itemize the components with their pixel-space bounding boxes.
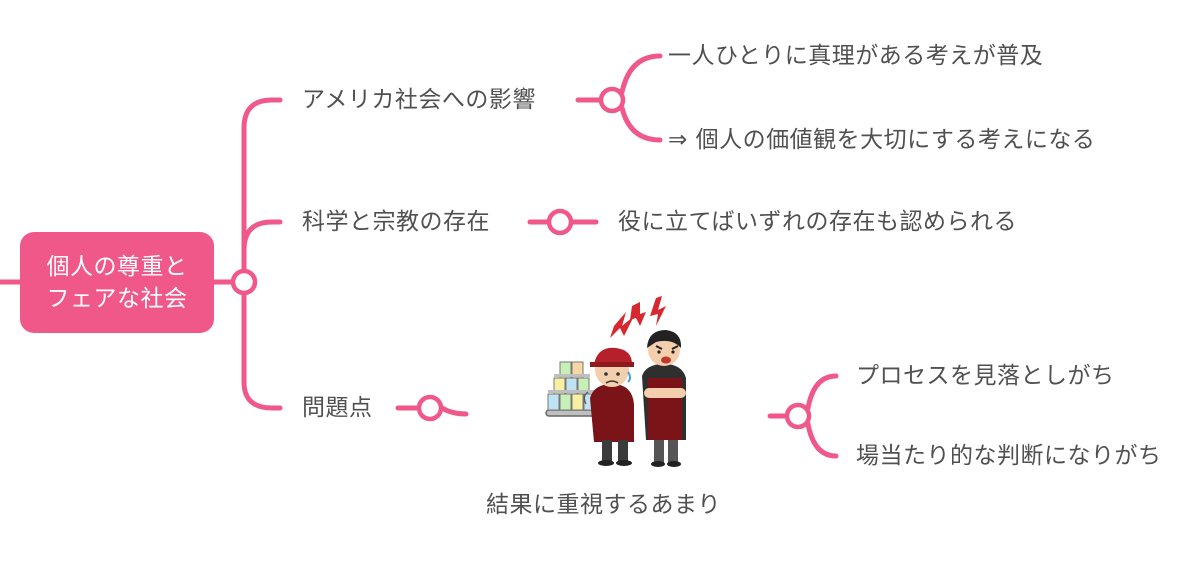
waiter-figure	[583, 347, 634, 466]
branch3-fan-top	[805, 373, 839, 411]
branch3-node	[416, 394, 444, 422]
root-fan-mid	[241, 219, 283, 273]
stressed-waiter-and-angry-boss-illustration	[545, 296, 686, 467]
root-line-1: 個人の尊重と	[46, 253, 188, 280]
branch3-fan-bottom	[805, 421, 839, 459]
lightning-icon	[650, 296, 666, 326]
branch1-fan-top	[619, 53, 663, 95]
angry-boss-figure	[642, 330, 686, 467]
branch2-node	[546, 208, 574, 236]
problem-caption: 結果に重視するあまり	[486, 492, 721, 518]
root-node[interactable]: 個人の尊重と フェアな社会	[20, 232, 214, 333]
branch-label-problems[interactable]: 問題点	[302, 395, 373, 421]
branch3-right	[439, 405, 469, 417]
leaf-overlook-process[interactable]: プロセスを見落としがち	[856, 363, 1115, 389]
branch3-children-node	[784, 402, 812, 430]
lightning-icon	[630, 302, 646, 326]
leaf-both-accepted[interactable]: 役に立てばいずれの存在も認められる	[618, 209, 1018, 235]
root-fan-bottom	[241, 291, 283, 411]
leaf-truth-spread[interactable]: 一人ひとりに真理がある考えが普及	[668, 43, 1044, 69]
leaf-individual-values[interactable]: ⇒ 個人の価値観を大切にする考えになる	[668, 127, 1096, 153]
branch-label-science-religion[interactable]: 科学と宗教の存在	[302, 209, 490, 235]
lightning-icon	[610, 312, 634, 338]
branch1-fan-bottom	[619, 105, 663, 143]
root-fan-top	[241, 97, 283, 273]
branch1-node	[598, 86, 626, 114]
branch-label-america[interactable]: アメリカ社会への影響	[302, 87, 536, 113]
root-line-2: フェアな社会	[46, 285, 188, 312]
root-branch-node	[230, 268, 258, 296]
leaf-ad-hoc-decisions[interactable]: 場当たり的な判断になりがち	[856, 443, 1162, 469]
